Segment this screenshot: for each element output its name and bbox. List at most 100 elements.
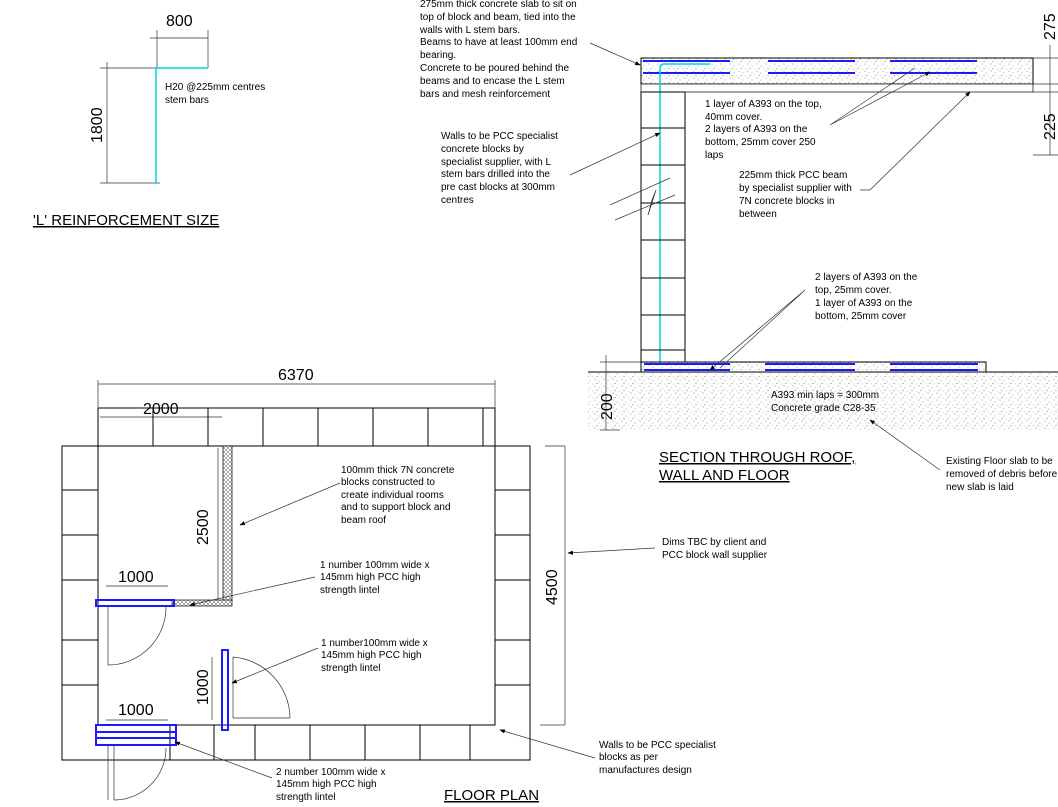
- drawing-line: [567, 547, 656, 555]
- note-line: blocks constructed to: [341, 477, 435, 488]
- drawing-line: [829, 68, 930, 126]
- note-lintel-3: 2 number 100mm wide x 145mm high PCC hig…: [276, 767, 386, 803]
- note-line: manufactures design: [599, 765, 692, 776]
- note-line: Existing Floor slab to be: [946, 456, 1053, 467]
- lintel-1: [95, 599, 175, 607]
- drawing-line: [152, 408, 484, 446]
- note-line: concrete blocks by: [441, 144, 524, 155]
- floor-plan-title: FLOOR PLAN: [444, 787, 539, 804]
- drawing-line: [641, 127, 685, 351]
- note-line: 40mm cover.: [705, 112, 762, 123]
- drawing-line: [211, 656, 291, 720]
- note-line: bars and mesh reinforcement: [420, 89, 550, 100]
- note-line: PCC block wall supplier: [662, 550, 768, 561]
- note-line: bottom, 25mm cover 250: [705, 137, 816, 148]
- dim-door-1: 1000: [118, 569, 154, 586]
- drawing-line: [1033, 45, 1058, 156]
- note-line: by specialist supplier with: [739, 183, 852, 194]
- drawing-line: [169, 725, 471, 760]
- section-title-2: WALL AND FLOOR: [659, 467, 790, 484]
- dim-2000: 2000: [143, 401, 179, 418]
- drawing-line: [107, 745, 167, 801]
- drawing-line: [640, 361, 987, 373]
- note-line: Walls to be PCC specialist: [441, 131, 558, 142]
- note-line: stem bars drilled into the: [441, 169, 550, 180]
- floor-plan: 6370 2000 2500 4500 1000 1000 1000 10: [61, 367, 768, 804]
- note-lintel-2: 1 number100mm wide x 145mm high PCC high…: [321, 638, 428, 674]
- drawing-line: [150, 30, 209, 68]
- note-laps: A393 min laps = 300mm Concrete grade C28…: [771, 390, 879, 414]
- note-line: and to support block and: [341, 502, 451, 513]
- note-line: beam roof: [341, 515, 386, 526]
- drawing-line: [239, 482, 341, 526]
- drawing-line: [659, 63, 710, 370]
- note-line: blocks as per: [599, 752, 659, 763]
- section-title-1: SECTION THROUGH ROOF,: [659, 449, 855, 466]
- note-line: pre cast blocks at 300mm: [441, 182, 555, 193]
- note-beam: 225mm thick PCC beam by specialist suppl…: [739, 170, 852, 220]
- note-line: top, 25mm cover.: [815, 285, 892, 296]
- internal-wall: [222, 445, 233, 602]
- note-line: create individual rooms: [341, 490, 444, 501]
- drawing-line: [189, 576, 316, 606]
- drawing-line: [155, 67, 208, 183]
- drawing-line: [569, 132, 661, 176]
- note-line: strength lintel: [320, 585, 379, 596]
- roof-mesh: [643, 60, 977, 74]
- stem-bar-label-2: stem bars: [165, 95, 209, 106]
- drawing-line: [600, 355, 641, 431]
- dim-2500: 2500: [195, 509, 212, 545]
- dim-275: 275: [1042, 13, 1058, 40]
- note-line: strength lintel: [276, 792, 335, 803]
- note-line: bearing.: [420, 50, 456, 61]
- note-line: 225mm thick PCC beam: [739, 170, 847, 181]
- drawing-line: [174, 741, 273, 779]
- note-line: 2 layers of A393 on the: [815, 272, 918, 283]
- note-line: Walls to be PCC specialist: [599, 740, 716, 751]
- drawing-line: [499, 729, 596, 759]
- note-line: Concrete to be poured behind the: [420, 63, 569, 74]
- note-line: 1 layer of A393 on the: [815, 298, 913, 309]
- drawing-line: [171, 599, 233, 607]
- drawing-line: [97, 445, 496, 726]
- dim-200: 200: [599, 393, 616, 420]
- drawing-line: [710, 289, 806, 370]
- drawing-line: [589, 42, 641, 66]
- stem-bar-label-1: H20 @225mm centres: [165, 82, 265, 93]
- dim-door-2: 1000: [195, 669, 212, 705]
- note-line: removed of debris before: [946, 469, 1058, 480]
- note-walls-section: Walls to be PCC specialist concrete bloc…: [441, 131, 558, 206]
- note-line: 100mm thick 7N concrete: [341, 465, 455, 476]
- lintel-3: [95, 724, 177, 746]
- note-dims: Dims TBC by client and PCC block wall su…: [662, 537, 768, 561]
- note-lintel-1: 1 number 100mm wide x 145mm high PCC hig…: [320, 560, 430, 596]
- drawing-line: [609, 177, 676, 221]
- note-line: A393 min laps = 300mm: [771, 390, 879, 401]
- drawing-line: [231, 647, 319, 684]
- dim-4500: 4500: [544, 569, 561, 605]
- drawing-line: [869, 419, 941, 471]
- note-line: 1 number100mm wide x: [321, 638, 428, 649]
- drawing-line: [540, 445, 566, 726]
- drawing-line: [107, 605, 167, 666]
- note-floor-mesh: 2 layers of A393 on the top, 25mm cover.…: [815, 272, 918, 322]
- l-reinforcement-title: 'L' REINFORCEMENT SIZE: [33, 212, 219, 229]
- drawing-line: [640, 91, 686, 363]
- dim-6370: 6370: [278, 367, 314, 384]
- note-line: top of block and beam, tied into the: [420, 12, 576, 23]
- note-line: new slab is laid: [946, 482, 1014, 493]
- drawing-line: [96, 731, 176, 739]
- drawing-line: [860, 91, 971, 191]
- drawing-line: [640, 83, 1034, 93]
- note-line: walls with L stem bars.: [419, 25, 520, 36]
- note-line: between: [739, 209, 777, 220]
- note-line: 1 layer of A393 on the top,: [705, 99, 822, 110]
- note-line: 1 number 100mm wide x: [320, 560, 430, 571]
- l-reinforcement-detail: 800 1800 H20 @225mm centres stem bars 'L…: [33, 13, 265, 229]
- note-line: Beams to have at least 100mm end: [420, 37, 577, 48]
- note-line: 2 layers of A393 on the: [705, 124, 808, 135]
- note-line: beams and to encase the L stem: [420, 76, 565, 87]
- note-existing-slab: Existing Floor slab to be removed of deb…: [946, 456, 1058, 493]
- dim-225: 225: [1042, 113, 1058, 140]
